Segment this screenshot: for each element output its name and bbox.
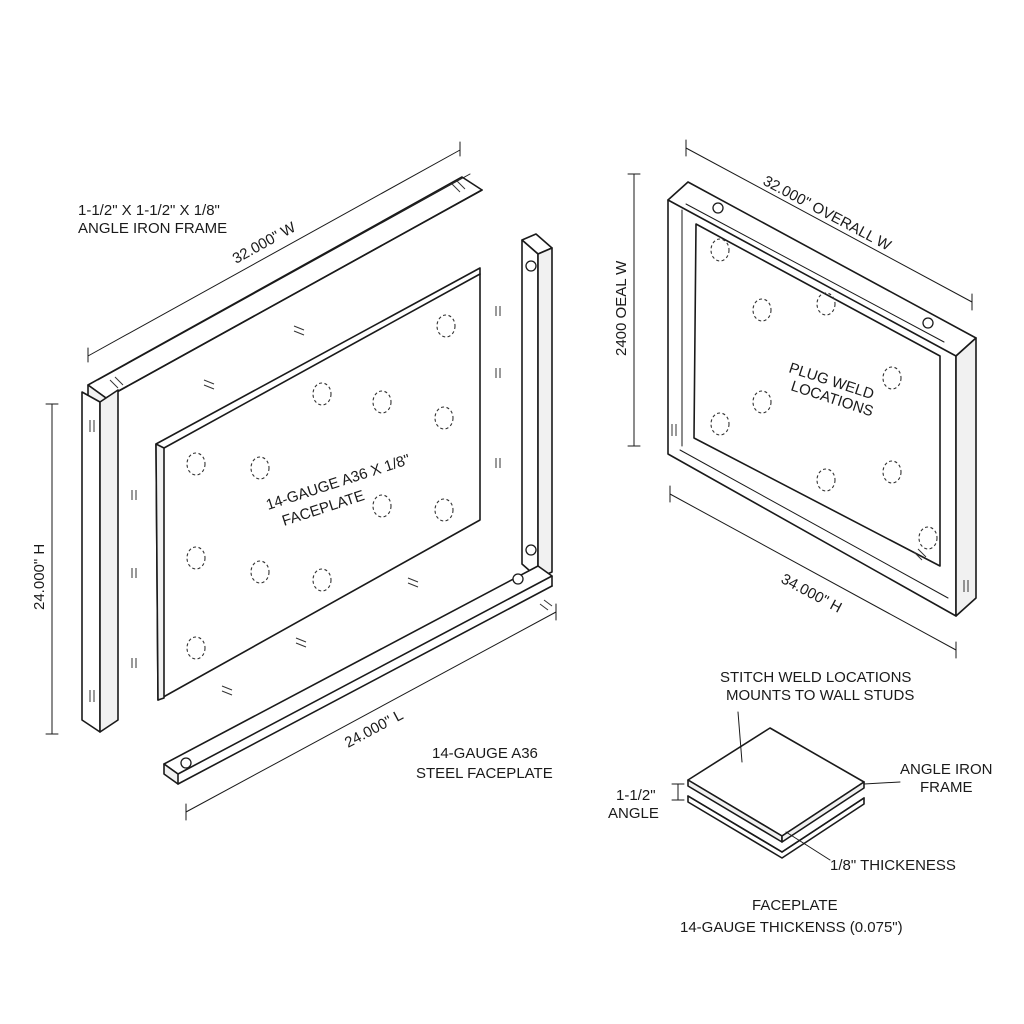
angle-size-label-2: ANGLE [608,805,659,822]
thickness-label: 1/8" THICKENESS [830,857,956,874]
left-angle-bar [81,389,119,733]
top-dimension-label: 32.000" W [230,219,300,268]
assembled-view: 32.000" OVERALL W 2400 OEAL W 34.000" H … [613,139,977,659]
frame-spec-label-2: ANGLE IRON FRAME [78,220,227,237]
left-dimension-label: 24.000" H [31,544,48,610]
section-detail: STITCH WELD LOCATIONS MOUNTS TO WALL STU… [608,669,993,936]
angle-iron-label-2: FRAME [920,779,973,796]
bottom-dimension-label: 24.000" L [342,707,406,752]
exploded-view: 1-1/2" X 1-1/2" X 1/8" ANGLE IRON FRAME … [31,141,557,821]
wall-studs-label: MOUNTS TO WALL STUDS [726,687,914,704]
bottom-angle-bar [163,565,553,785]
angle-iron-label-1: ANGLE IRON [900,761,993,778]
frame-spec-label-1: 1-1/2" X 1-1/2" X 1/8" [78,202,220,219]
assembled-left-dimension-label: 2400 OEAL W [613,260,630,356]
steel-spec-label-1: 14-GAUGE A36 [432,745,538,762]
assembled-bottom-dimension-label: 34.000" H [778,571,844,617]
faceplate-label: FACEPLATE [752,897,838,914]
faceplate-panel [155,267,481,701]
faceplate-thickness-label: 14-GAUGE THICKENSS (0.075") [680,919,903,936]
stitch-weld-marks [131,306,553,696]
stitch-weld-label: STITCH WELD LOCATIONS [720,669,911,686]
angle-size-label-1: 1-1/2" [616,787,656,804]
top-angle-bar [87,173,483,413]
steel-spec-label-2: STEEL FACEPLATE [416,765,553,782]
exploded-dimensions [45,141,557,821]
right-angle-bar [521,233,553,579]
